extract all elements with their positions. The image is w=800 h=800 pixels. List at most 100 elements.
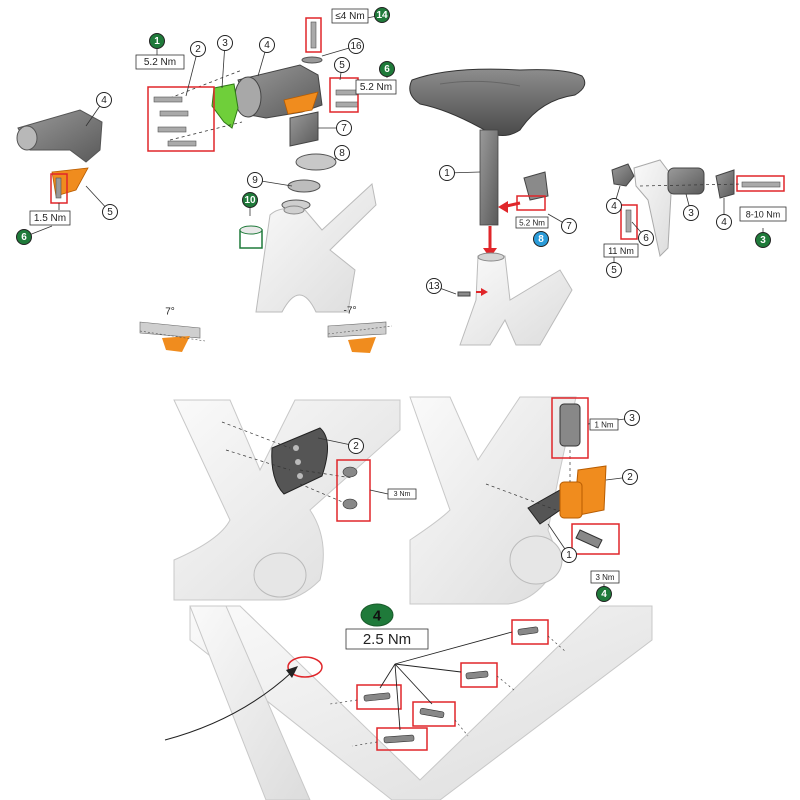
callout-number: 2 [353,441,359,452]
torque-value: 3 Nm [394,491,411,498]
expander-plug [289,111,319,147]
callout-number: 6 [643,233,649,244]
callout-number: 5 [107,207,113,218]
torque-value: 5.2 Nm [519,219,545,228]
torque-label-box [589,418,619,431]
callout-number: 3 [760,235,766,246]
bb-junction-frame-left [173,399,401,601]
mount-bolts [342,466,358,510]
red-box-clamp-small-bolt [620,204,638,240]
callout-circle [247,172,263,188]
seatpost [479,129,499,226]
callout-circle [716,214,732,230]
torque-value: 11 Nm [608,246,634,256]
hole-highlight [287,656,323,678]
callout-circle [336,120,352,136]
torque-label-box [515,216,549,229]
angle-label: -7° [344,306,357,317]
derailleur-mount-panel [173,399,401,601]
stem-clamp-ring [16,125,38,151]
callout-number: 5 [339,60,345,71]
callout-number: 13 [428,281,440,292]
callout-circle [259,37,275,53]
faceplate-green [211,83,239,129]
callout-circle [596,586,612,602]
callout-number: 14 [376,10,388,21]
torque-value: ≤4 Nm [335,11,364,22]
callout-circle [624,410,640,426]
red-box-steerer-bolts [329,77,359,113]
compression-ring [287,179,321,193]
callout-circle [426,278,442,294]
bottle-bolts [363,626,539,744]
faceplate-bolts [153,96,197,147]
callout-number: 4 [601,589,607,600]
callout-circle [96,92,112,108]
angle-minus7-wedge [348,337,376,353]
callout-number: 6 [21,232,27,243]
callout-circle [348,438,364,454]
callout-number: 2 [195,44,201,55]
clamp-long-bolt [741,181,781,188]
saddle [409,68,586,136]
clamp-panel [611,159,785,258]
callout-circle-large [360,603,394,627]
stem-overview [17,109,103,163]
callout-circle [622,469,638,485]
seatpost-panel [409,68,586,346]
red-box-clamp-long-bolt [736,175,785,192]
hanger-short-bolt [575,529,603,549]
torque-label-box [590,570,620,584]
hanger-panel [409,396,640,605]
red-boxes-bottle-bolts [356,619,549,751]
callout-number: 7 [341,123,347,134]
top-cap-bolt [310,21,317,49]
callout-circle [348,38,364,54]
red-box-hanger-short-bolt [571,523,620,555]
torque-value: 1 Nm [594,421,613,430]
callout-number: 3 [222,38,228,49]
angle-layer: 7° -7° [165,306,356,318]
torque-label-box [739,206,787,222]
callout-circle [439,165,455,181]
callout-circle [533,231,549,247]
angle-plus7-stem [139,321,201,339]
torque-label-box [345,628,429,650]
callout-circle [149,33,165,49]
callout-number: 1 [444,168,450,179]
torque-value: 3 Nm [595,573,614,582]
callout-number: 4 [611,201,617,212]
callout-number: 16 [350,41,362,52]
callout-circle [561,547,577,563]
headtube-frame [255,183,377,313]
stem-panel [16,17,393,353]
hanger-barrel [559,481,583,519]
callout-number: 8 [339,148,345,159]
callout-number: 5 [611,265,617,276]
callout-circle [606,198,622,214]
torque-label-box [355,79,397,95]
callout-number: 7 [566,221,572,232]
steerer-bolts [335,89,359,108]
callout-number: 10 [244,195,256,206]
clamp-left-half [611,163,635,187]
hanger-long-bolt [559,403,581,447]
torque-label-box [135,54,185,70]
callout-circle [561,218,577,234]
callout-circle [638,230,654,246]
torque-label-box [331,8,369,24]
leader-arrow [164,671,293,741]
torque-value: 1.5 Nm [34,213,66,224]
callout-number: 4 [264,40,270,51]
callout-circle [334,145,350,161]
stem-faceplate-clamp [234,76,262,118]
callout-number: 8 [538,234,544,245]
callout-number: 1 [566,550,572,561]
seatpost-clamp [523,171,549,201]
angle-label: 7° [165,307,175,318]
callout-circle [334,57,350,73]
callout-circle [683,205,699,221]
callout-number: 4 [101,95,107,106]
